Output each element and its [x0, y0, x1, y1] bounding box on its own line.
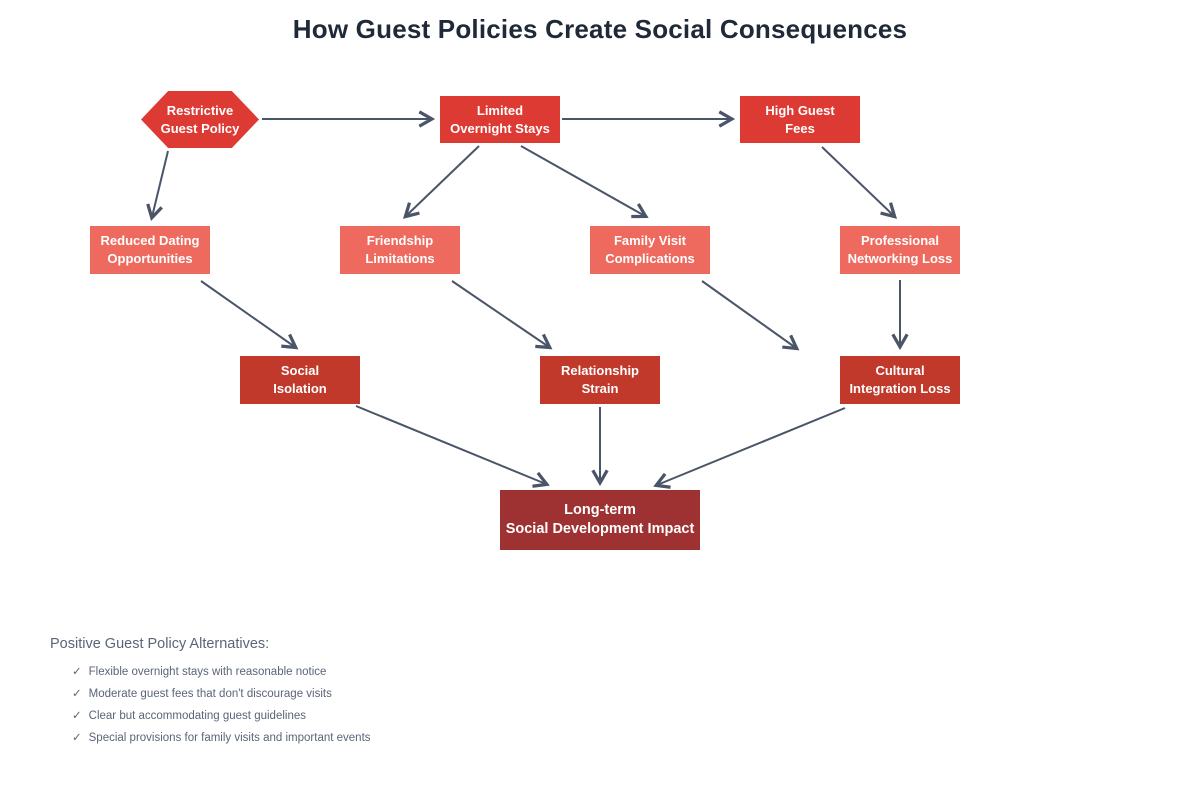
page-title: How Guest Policies Create Social Consequ…: [292, 14, 908, 44]
list-item: ✓ Special provisions for family visits a…: [72, 730, 371, 744]
node-reduced-dating-opportunities: Reduced Dating Opportunities: [90, 226, 210, 274]
checkmark-icon: ✓: [72, 732, 82, 744]
arrow-dating-to-isolation: [200, 280, 299, 350]
node-label-line: Strain: [581, 381, 619, 396]
node-label-line: Restrictive: [166, 102, 234, 118]
list-item: ✓ Moderate guest fees that don't discour…: [72, 686, 371, 700]
node-label-line: High Guest: [765, 102, 835, 118]
node-label-line: Reduced Dating: [100, 233, 200, 248]
node-label-line: Friendship: [366, 233, 434, 248]
node-restrictive-guest-policy: Restrictive Guest Policy: [141, 91, 259, 148]
node-relationship-strain: Relationship Strain: [540, 356, 660, 404]
node-label-line: Limited: [476, 102, 524, 118]
node-label-line: Guest Policy: [160, 120, 240, 136]
node-cultural-integration-loss: Cultural Integration Loss: [840, 356, 960, 404]
alternative-text: Flexible overnight stays with reasonable…: [88, 666, 327, 678]
node-social-isolation: Social Isolation: [240, 356, 360, 404]
node-label-line: Networking Loss: [847, 251, 953, 266]
list-item: ✓ Flexible overnight stays with reasonab…: [72, 664, 371, 678]
alternatives-section: Positive Guest Policy Alternatives: ✓ Fl…: [50, 636, 371, 752]
node-professional-networking-loss: Professional Networking Loss: [840, 226, 960, 274]
node-label-line: Professional: [860, 233, 940, 248]
node-label-line: Social Development Impact: [505, 521, 695, 537]
arrow-family-to-cultural: [701, 280, 800, 351]
node-label-line: Family Visit: [613, 233, 686, 248]
arrow-fees-to-networking: [821, 146, 898, 219]
node-high-guest-fees: High Guest Fees: [740, 96, 860, 143]
node-label-line: Social: [280, 363, 320, 378]
node-family-visit-complications: Family Visit Complications: [590, 226, 710, 274]
arrow-isolation-to-longterm: [355, 405, 550, 488]
alternative-text: Special provisions for family visits and…: [88, 732, 371, 744]
node-label-line: Long-term: [564, 502, 636, 518]
node-label-line: Cultural: [875, 363, 925, 378]
alternatives-heading: Positive Guest Policy Alternatives:: [50, 636, 270, 652]
checkmark-icon: ✓: [72, 710, 82, 722]
node-longterm-social-development-impact: Long-term Social Development Impact: [500, 490, 700, 550]
arrow-friendship-to-strain: [451, 280, 553, 350]
checkmark-icon: ✓: [72, 688, 82, 700]
node-label-line: Fees: [785, 120, 815, 136]
arrow-overnight-to-family: [520, 145, 649, 219]
node-label-line: Overnight Stays: [450, 120, 550, 136]
node-label-line: Complications: [605, 251, 695, 266]
node-label-line: Relationship: [560, 363, 639, 378]
list-item: ✓ Clear but accommodating guest guidelin…: [72, 708, 371, 722]
node-label-line: Limitations: [365, 251, 435, 266]
node-label-line: Opportunities: [107, 251, 193, 266]
arrow-cultural-to-longterm: [653, 407, 846, 489]
alternative-text: Moderate guest fees that don't discourag…: [88, 688, 332, 700]
checkmark-icon: ✓: [72, 666, 82, 678]
node-limited-overnight-stays: Limited Overnight Stays: [440, 96, 560, 143]
node-friendship-limitations: Friendship Limitations: [340, 226, 460, 274]
node-label-line: Isolation: [273, 381, 327, 396]
arrow-restrictive-to-dating: [146, 150, 169, 222]
alternative-text: Clear but accommodating guest guidelines: [88, 710, 306, 722]
arrow-overnight-to-friendship: [402, 145, 480, 219]
node-label-line: Integration Loss: [849, 381, 951, 396]
